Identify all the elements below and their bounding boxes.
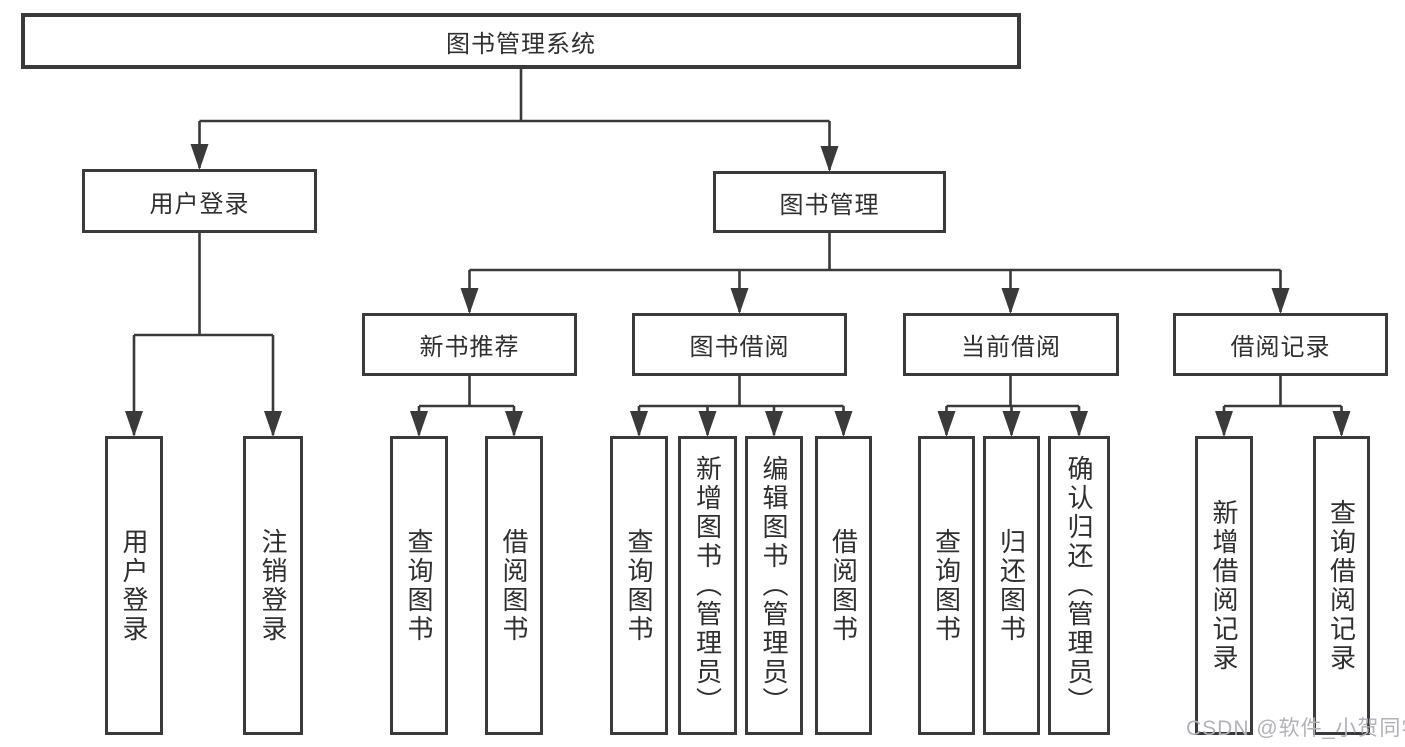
connector-userlogin-to-leaves	[132, 233, 275, 435]
node-book-borrow: 图书借阅	[632, 313, 847, 376]
arrowhead-icon	[1001, 288, 1020, 314]
leaf-borrow-query-books-label: 查询图书	[624, 527, 654, 644]
leaf-user-login-label: 用户登录	[119, 527, 149, 644]
node-current-borrow: 当前借阅	[903, 313, 1119, 376]
leaf-edit-books-admin-label: 编辑图书（管理员）	[759, 455, 789, 716]
leaf-add-books-admin-label: 新增图书（管理员）	[692, 455, 723, 716]
leaf-recommend-query-books-label: 查询图书	[404, 527, 434, 644]
node-library-system-label: 图书管理系统	[446, 30, 596, 58]
leaf-current-query-books-label: 查询图书	[931, 527, 962, 644]
connector-bookmgmt-to-level3	[468, 233, 1282, 312]
arrowhead-icon	[730, 288, 749, 314]
arrowhead-icon	[834, 411, 853, 437]
leaf-logout-label: 注销登录	[258, 527, 288, 644]
node-library-system: 图书管理系统	[21, 13, 1021, 69]
leaf-return-books-label: 归还图书	[996, 527, 1027, 644]
leaf-current-query-books: 查询图书	[918, 436, 975, 735]
node-new-book-recommend-label: 新书推荐	[419, 334, 520, 361]
leaf-confirm-return-admin: 确认归还（管理员）	[1048, 436, 1110, 735]
leaf-borrow-query-books: 查询图书	[610, 436, 668, 735]
connector-root-to-level2	[198, 69, 831, 170]
leaf-recommend-borrow-books-label: 借阅图书	[499, 527, 529, 644]
leaf-recommend-borrow-books: 借阅图书	[485, 436, 543, 735]
node-borrow-records-label: 借阅记录	[1230, 334, 1331, 361]
leaf-confirm-return-admin-label: 确认归还（管理员）	[1064, 455, 1094, 716]
arrowhead-icon	[1070, 411, 1088, 437]
leaf-recommend-query-books: 查询图书	[390, 436, 448, 735]
node-user-login: 用户登录	[82, 169, 317, 233]
node-book-management: 图书管理	[713, 171, 946, 233]
arrowhead-icon	[765, 411, 783, 437]
leaf-query-borrow-record-label: 查询借阅记录	[1326, 498, 1357, 673]
arrowhead-icon	[264, 411, 282, 437]
node-book-borrow-label: 图书借阅	[689, 334, 790, 361]
leaf-user-login: 用户登录	[105, 436, 163, 735]
node-user-login-label: 用户登录	[149, 190, 250, 218]
csdn-watermark: CSDN @软件_小贺同学	[1186, 717, 1405, 740]
arrowheads	[125, 144, 1351, 437]
node-current-borrow-label: 当前借阅	[961, 334, 1061, 361]
arrowhead-icon	[820, 146, 839, 172]
arrowhead-icon	[190, 144, 209, 170]
leaf-return-books: 归还图书	[983, 436, 1040, 735]
connector-newrec-to-leaves	[417, 376, 516, 435]
arrowhead-icon	[698, 411, 717, 437]
arrowhead-icon	[937, 411, 956, 437]
leaf-query-borrow-record: 查询借阅记录	[1313, 436, 1370, 735]
arrowhead-icon	[1332, 411, 1351, 437]
leaf-logout: 注销登录	[243, 436, 303, 735]
leaf-add-borrow-record-label: 新增借阅记录	[1209, 498, 1239, 673]
arrowhead-icon	[1215, 411, 1233, 437]
leaf-add-borrow-record: 新增借阅记录	[1195, 436, 1253, 735]
node-new-book-recommend: 新书推荐	[362, 313, 577, 376]
connector-borrowrec-to-leaves	[1222, 376, 1343, 435]
arrowhead-icon	[1271, 288, 1290, 314]
leaf-borrow-books-label: 借阅图书	[828, 527, 859, 644]
arrowhead-icon	[1002, 411, 1021, 437]
leaf-edit-books-admin: 编辑图书（管理员）	[745, 436, 803, 735]
arrowhead-icon	[125, 411, 143, 437]
arrowhead-icon	[410, 411, 428, 437]
arrowhead-icon	[505, 411, 523, 437]
leaf-borrow-books: 借阅图书	[815, 436, 872, 735]
arrowhead-icon	[460, 288, 479, 314]
node-book-management-label: 图书管理	[779, 191, 880, 219]
arrowhead-icon	[630, 411, 648, 437]
leaf-add-books-admin: 新增图书（管理员）	[678, 436, 737, 735]
connector-bookborrow-to-leaves	[637, 376, 845, 435]
connector-paths	[132, 69, 1343, 435]
node-borrow-records: 借阅记录	[1173, 313, 1388, 376]
